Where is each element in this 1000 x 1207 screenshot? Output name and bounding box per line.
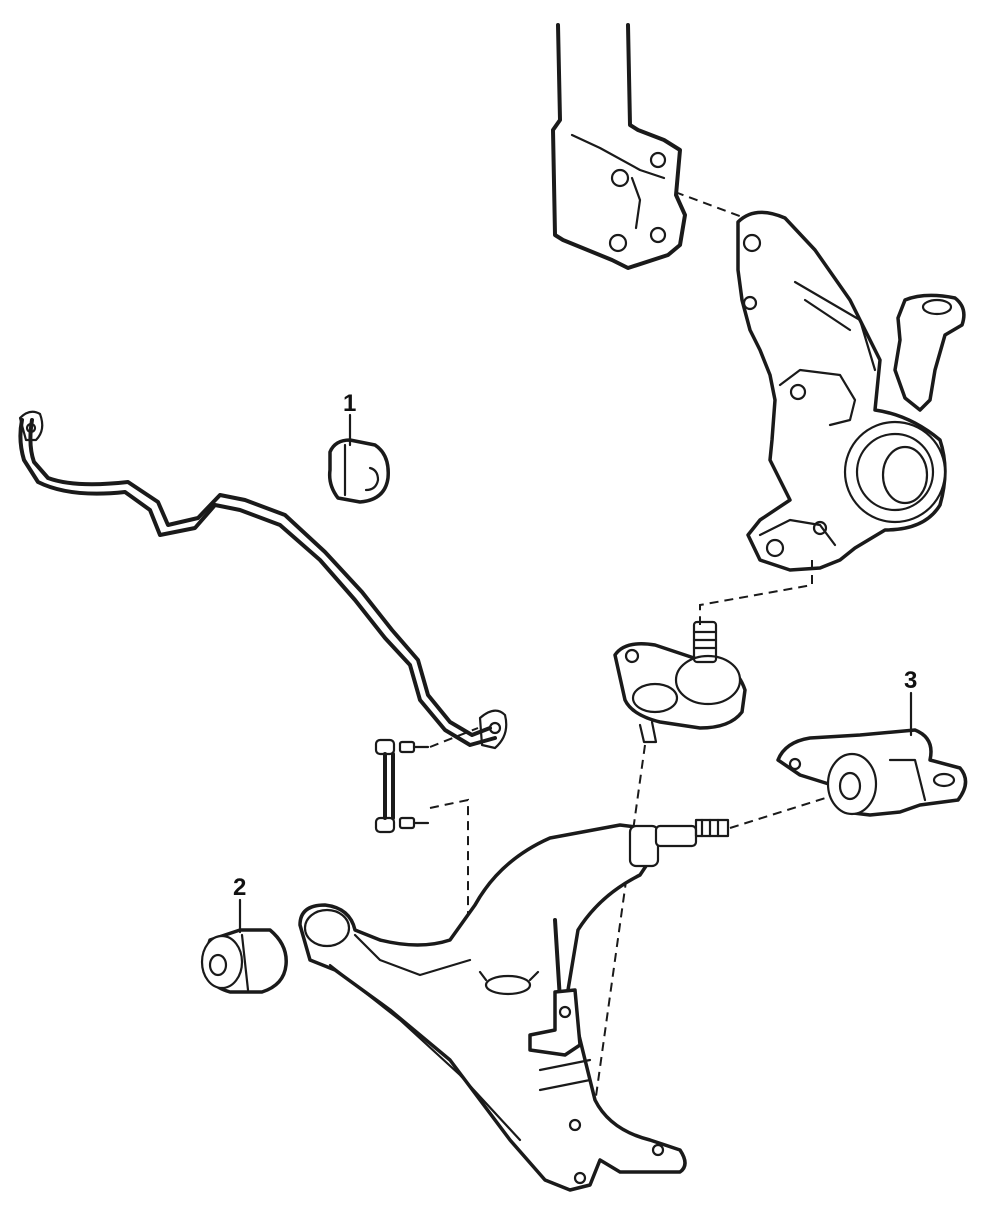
leader-arm-to-bushing3 <box>729 794 836 829</box>
callout-number: 3 <box>904 667 917 694</box>
callout-number: 1 <box>343 390 356 417</box>
stabilizer-bar <box>18 410 508 750</box>
ball-joint <box>613 620 747 744</box>
leader-link-to-bar <box>429 727 479 748</box>
stabilizer-link <box>374 738 430 834</box>
lower-control-arm <box>298 818 730 1192</box>
arm-bushing-3 <box>776 728 968 817</box>
leader-knuckle-to-balljoint <box>699 560 813 625</box>
callout-2: 2 <box>233 874 246 934</box>
leader-strut-to-knuckle <box>674 191 746 219</box>
steering-knuckle <box>736 210 966 572</box>
callout-3: 3 <box>904 667 917 737</box>
arm-bushing-2 <box>200 928 288 994</box>
strut-assembly <box>551 23 687 270</box>
callout-1: 1 <box>343 390 356 447</box>
callout-number: 2 <box>233 874 246 901</box>
stabilizer-bushing-1 <box>327 438 390 504</box>
